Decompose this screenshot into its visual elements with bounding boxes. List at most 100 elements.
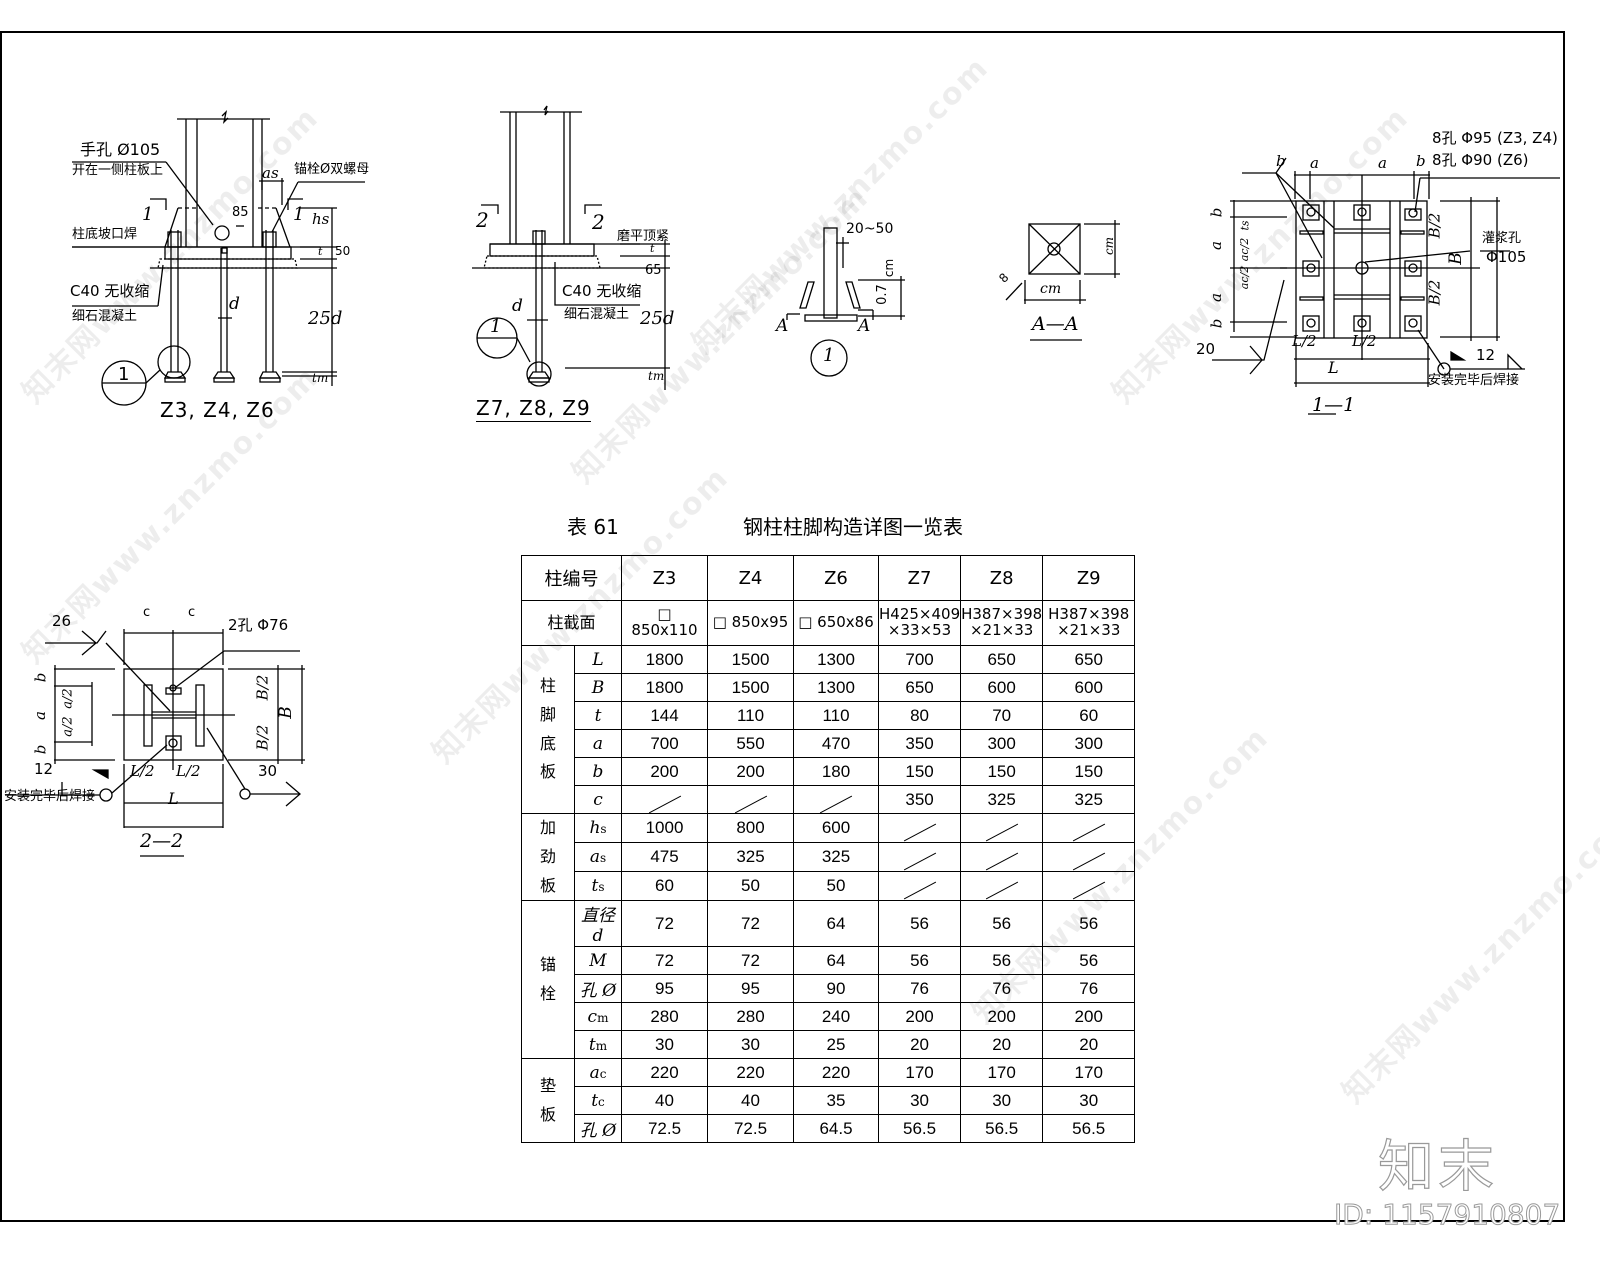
value-cell: 1000 bbox=[621, 812, 708, 844]
value-cell: 280 bbox=[707, 1002, 794, 1032]
param-symbol-text: t bbox=[588, 1034, 596, 1055]
param-symbol-text: M bbox=[589, 950, 607, 971]
value-cell: 20 bbox=[1042, 1030, 1136, 1060]
section-mark-1-left: 1 bbox=[142, 204, 154, 225]
dim-50: 50 bbox=[335, 244, 351, 258]
value-cell: 72 bbox=[707, 946, 794, 976]
value-cell: 350 bbox=[877, 729, 962, 758]
col-header: Z8 bbox=[960, 555, 1044, 601]
value-cell: 650 bbox=[960, 645, 1044, 674]
value-cell: 20 bbox=[960, 1030, 1044, 1060]
param-symbol: 孔 Ø bbox=[574, 1114, 622, 1144]
dim-b-lower-22: b bbox=[31, 744, 50, 755]
dim-b2-top: B/2 bbox=[1425, 212, 1444, 239]
dim-B: B bbox=[1445, 252, 1466, 265]
dim-cm-detail1: cm bbox=[882, 258, 897, 278]
value-cell: 72.5 bbox=[707, 1114, 794, 1144]
section-mark-2-right: 2 bbox=[592, 210, 605, 234]
param-symbol: ts bbox=[574, 871, 622, 902]
value-cell: 325 bbox=[707, 842, 794, 873]
section-cell: H387×398 ×21×33 bbox=[960, 600, 1044, 646]
value-cell: 56 bbox=[877, 946, 962, 976]
section-a-right: A bbox=[858, 316, 871, 336]
value-cell: 220 bbox=[793, 1058, 879, 1088]
param-symbol-text: t bbox=[594, 705, 602, 726]
value-cell: 76 bbox=[1042, 974, 1136, 1004]
dim-20-50: 20~50 bbox=[846, 221, 894, 237]
param-symbol: t bbox=[574, 701, 622, 730]
value-cell: 1800 bbox=[621, 645, 708, 674]
dim-l2-left-22: L/2 bbox=[130, 762, 155, 780]
not-applicable-slash bbox=[648, 795, 681, 813]
col-header: Z9 bbox=[1042, 555, 1136, 601]
value-cell: 56 bbox=[960, 900, 1044, 948]
value-cell: 300 bbox=[960, 729, 1044, 758]
dim-as: as bbox=[262, 164, 279, 182]
param-symbol: B bbox=[574, 673, 622, 702]
value-cell: 60 bbox=[621, 871, 708, 902]
value-cell: 650 bbox=[1042, 645, 1136, 674]
param-symbol-text: h bbox=[589, 818, 601, 839]
hand-hole-note: 开在一侧柱板上 bbox=[72, 163, 164, 178]
value-cell: 56 bbox=[877, 900, 962, 948]
dim-l: L bbox=[1328, 358, 1339, 377]
value-cell: 72 bbox=[621, 946, 708, 976]
group-label: 锚 栓 bbox=[521, 900, 575, 1060]
dim-a-top-right: a bbox=[1378, 154, 1387, 172]
section-cell: □ 650x86 bbox=[793, 600, 879, 646]
dim-cm-aa-vert: cm bbox=[1102, 236, 1117, 256]
value-cell: 170 bbox=[877, 1058, 962, 1088]
value-cell: 800 bbox=[707, 812, 794, 844]
value-cell: 25 bbox=[793, 1030, 879, 1060]
value-cell: 30 bbox=[621, 1030, 708, 1060]
value-cell: 220 bbox=[707, 1058, 794, 1088]
anchor-nut-note: 锚栓Ø双螺母 bbox=[294, 162, 370, 177]
value-cell bbox=[621, 785, 708, 814]
detail-z3-drawing bbox=[72, 110, 365, 406]
param-symbol: L bbox=[574, 645, 622, 674]
detail-1-label: 1 bbox=[823, 345, 835, 366]
value-cell: 470 bbox=[793, 729, 879, 758]
value-cell: 240 bbox=[793, 1002, 879, 1032]
param-symbol: c bbox=[574, 785, 622, 814]
param-symbol: tc bbox=[574, 1086, 622, 1116]
column-base-spec-table: 柱编号 Z3 Z4 Z6 Z7 Z8 Z9 柱截面 □ 850x110 □ 85… bbox=[521, 555, 1136, 1144]
value-cell: 50 bbox=[793, 871, 879, 902]
section-aa-drawing bbox=[1005, 220, 1120, 341]
param-symbol-sub: s bbox=[600, 822, 607, 837]
dim-b-top-right: b bbox=[1416, 152, 1426, 170]
grout-note-1-z7: C40 无收缩 bbox=[562, 282, 642, 300]
value-cell: 200 bbox=[877, 1002, 962, 1032]
param-symbol-text: c bbox=[587, 1006, 598, 1027]
not-applicable-slash bbox=[985, 881, 1018, 900]
section-cell: H425×409 ×33×53 bbox=[877, 600, 962, 646]
value-cell: 80 bbox=[877, 701, 962, 730]
caption-a-a: A—A bbox=[1032, 313, 1079, 335]
param-symbol: M bbox=[574, 946, 622, 976]
value-cell: 220 bbox=[621, 1058, 708, 1088]
dim-l2-right-22: L/2 bbox=[176, 762, 201, 780]
param-symbol-text: 孔 Ø bbox=[579, 981, 617, 1002]
grout-hole-dia: Φ105 bbox=[1486, 248, 1527, 266]
dim-b-top-left: b bbox=[1276, 152, 1286, 170]
dim-l2-left: L/2 bbox=[1292, 332, 1317, 350]
value-cell: 144 bbox=[621, 701, 708, 730]
caption-z7-z8-z9: Z7, Z8, Z9 bbox=[476, 396, 591, 422]
dim-65: 65 bbox=[645, 263, 662, 278]
value-cell bbox=[793, 785, 879, 814]
value-cell: 1500 bbox=[707, 645, 794, 674]
value-cell: 280 bbox=[621, 1002, 708, 1032]
dim-c-right: c bbox=[188, 605, 196, 620]
param-symbol-sub: m bbox=[595, 1038, 608, 1053]
value-cell: 72 bbox=[707, 900, 794, 948]
value-cell: 170 bbox=[1042, 1058, 1136, 1088]
value-cell: 150 bbox=[960, 757, 1044, 786]
